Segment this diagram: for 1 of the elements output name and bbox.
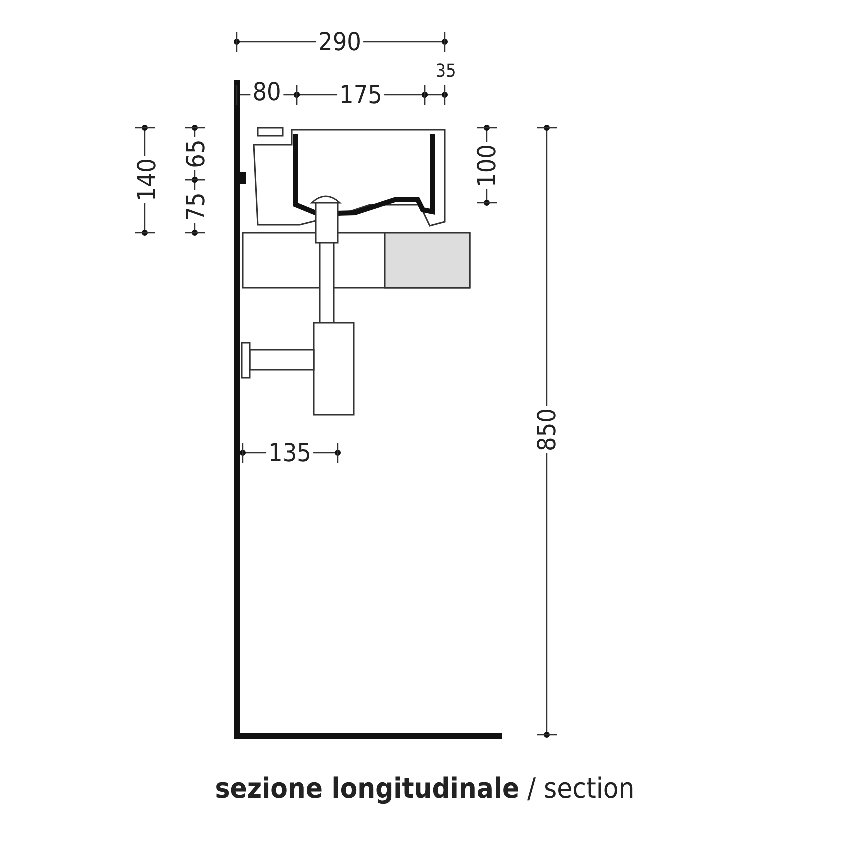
caption: sezione longitudinale / section: [214, 772, 636, 805]
